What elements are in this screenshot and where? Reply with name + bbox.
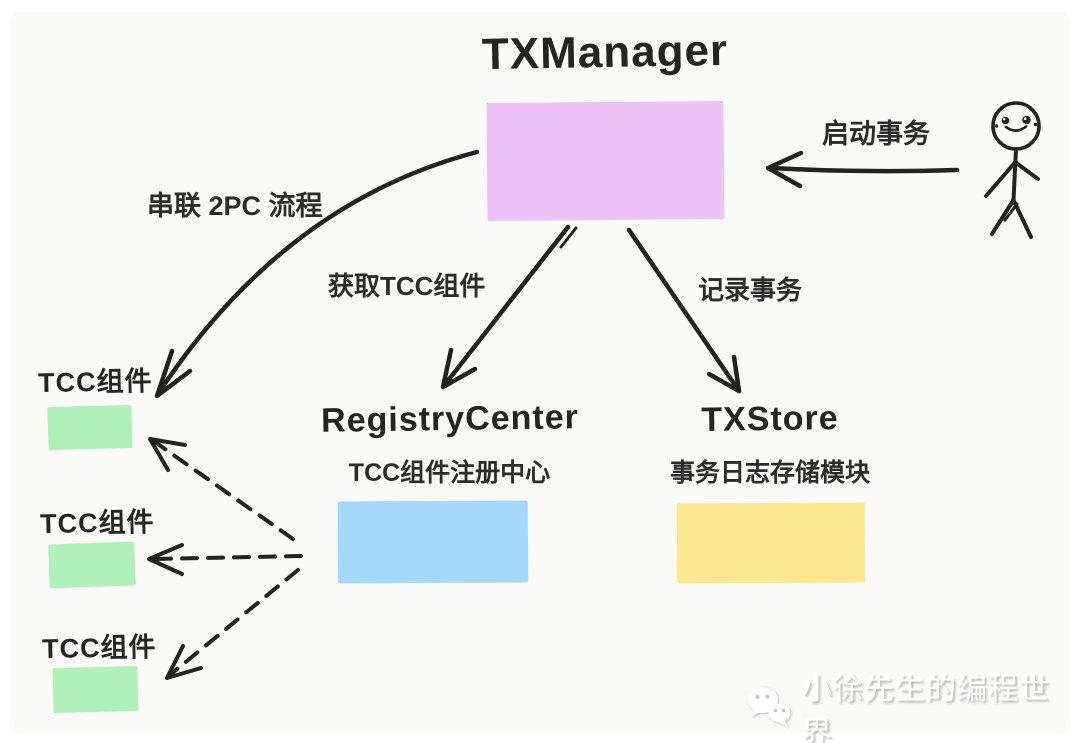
get-tcc-label: 获取TCC组件	[328, 271, 486, 301]
tcc-component-box-1	[47, 404, 133, 451]
txstore-box	[676, 502, 866, 584]
txmanager-title: TXManager	[481, 25, 729, 80]
tcc-component-label-2: TCC组件	[39, 507, 155, 539]
watermark-text: 小徐先生的编程世界	[801, 673, 1050, 743]
txstore-subtitle: 事务日志存储模块	[669, 459, 870, 487]
chain-2pc-label: 串联 2PC 流程	[147, 191, 323, 221]
registrycenter-box	[337, 500, 529, 584]
txstore-title: TXStore	[701, 399, 839, 439]
txmanager-box	[486, 100, 725, 222]
wechat-icon	[747, 687, 791, 727]
tcc-component-label-3: TCC组件	[41, 632, 157, 664]
record-transaction-label: 记录事务	[698, 275, 803, 305]
registrycenter-subtitle: TCC组件注册中心	[348, 459, 551, 487]
watermark: 小徐先生的编程世界	[744, 664, 1080, 743]
tcc-component-box-2	[48, 541, 136, 589]
tcc-component-label-1: TCC组件	[37, 366, 153, 398]
start-transaction-label: 启动事务	[822, 119, 930, 149]
registrycenter-title: RegistryCenter	[320, 398, 580, 440]
tcc-component-box-3	[52, 665, 139, 714]
